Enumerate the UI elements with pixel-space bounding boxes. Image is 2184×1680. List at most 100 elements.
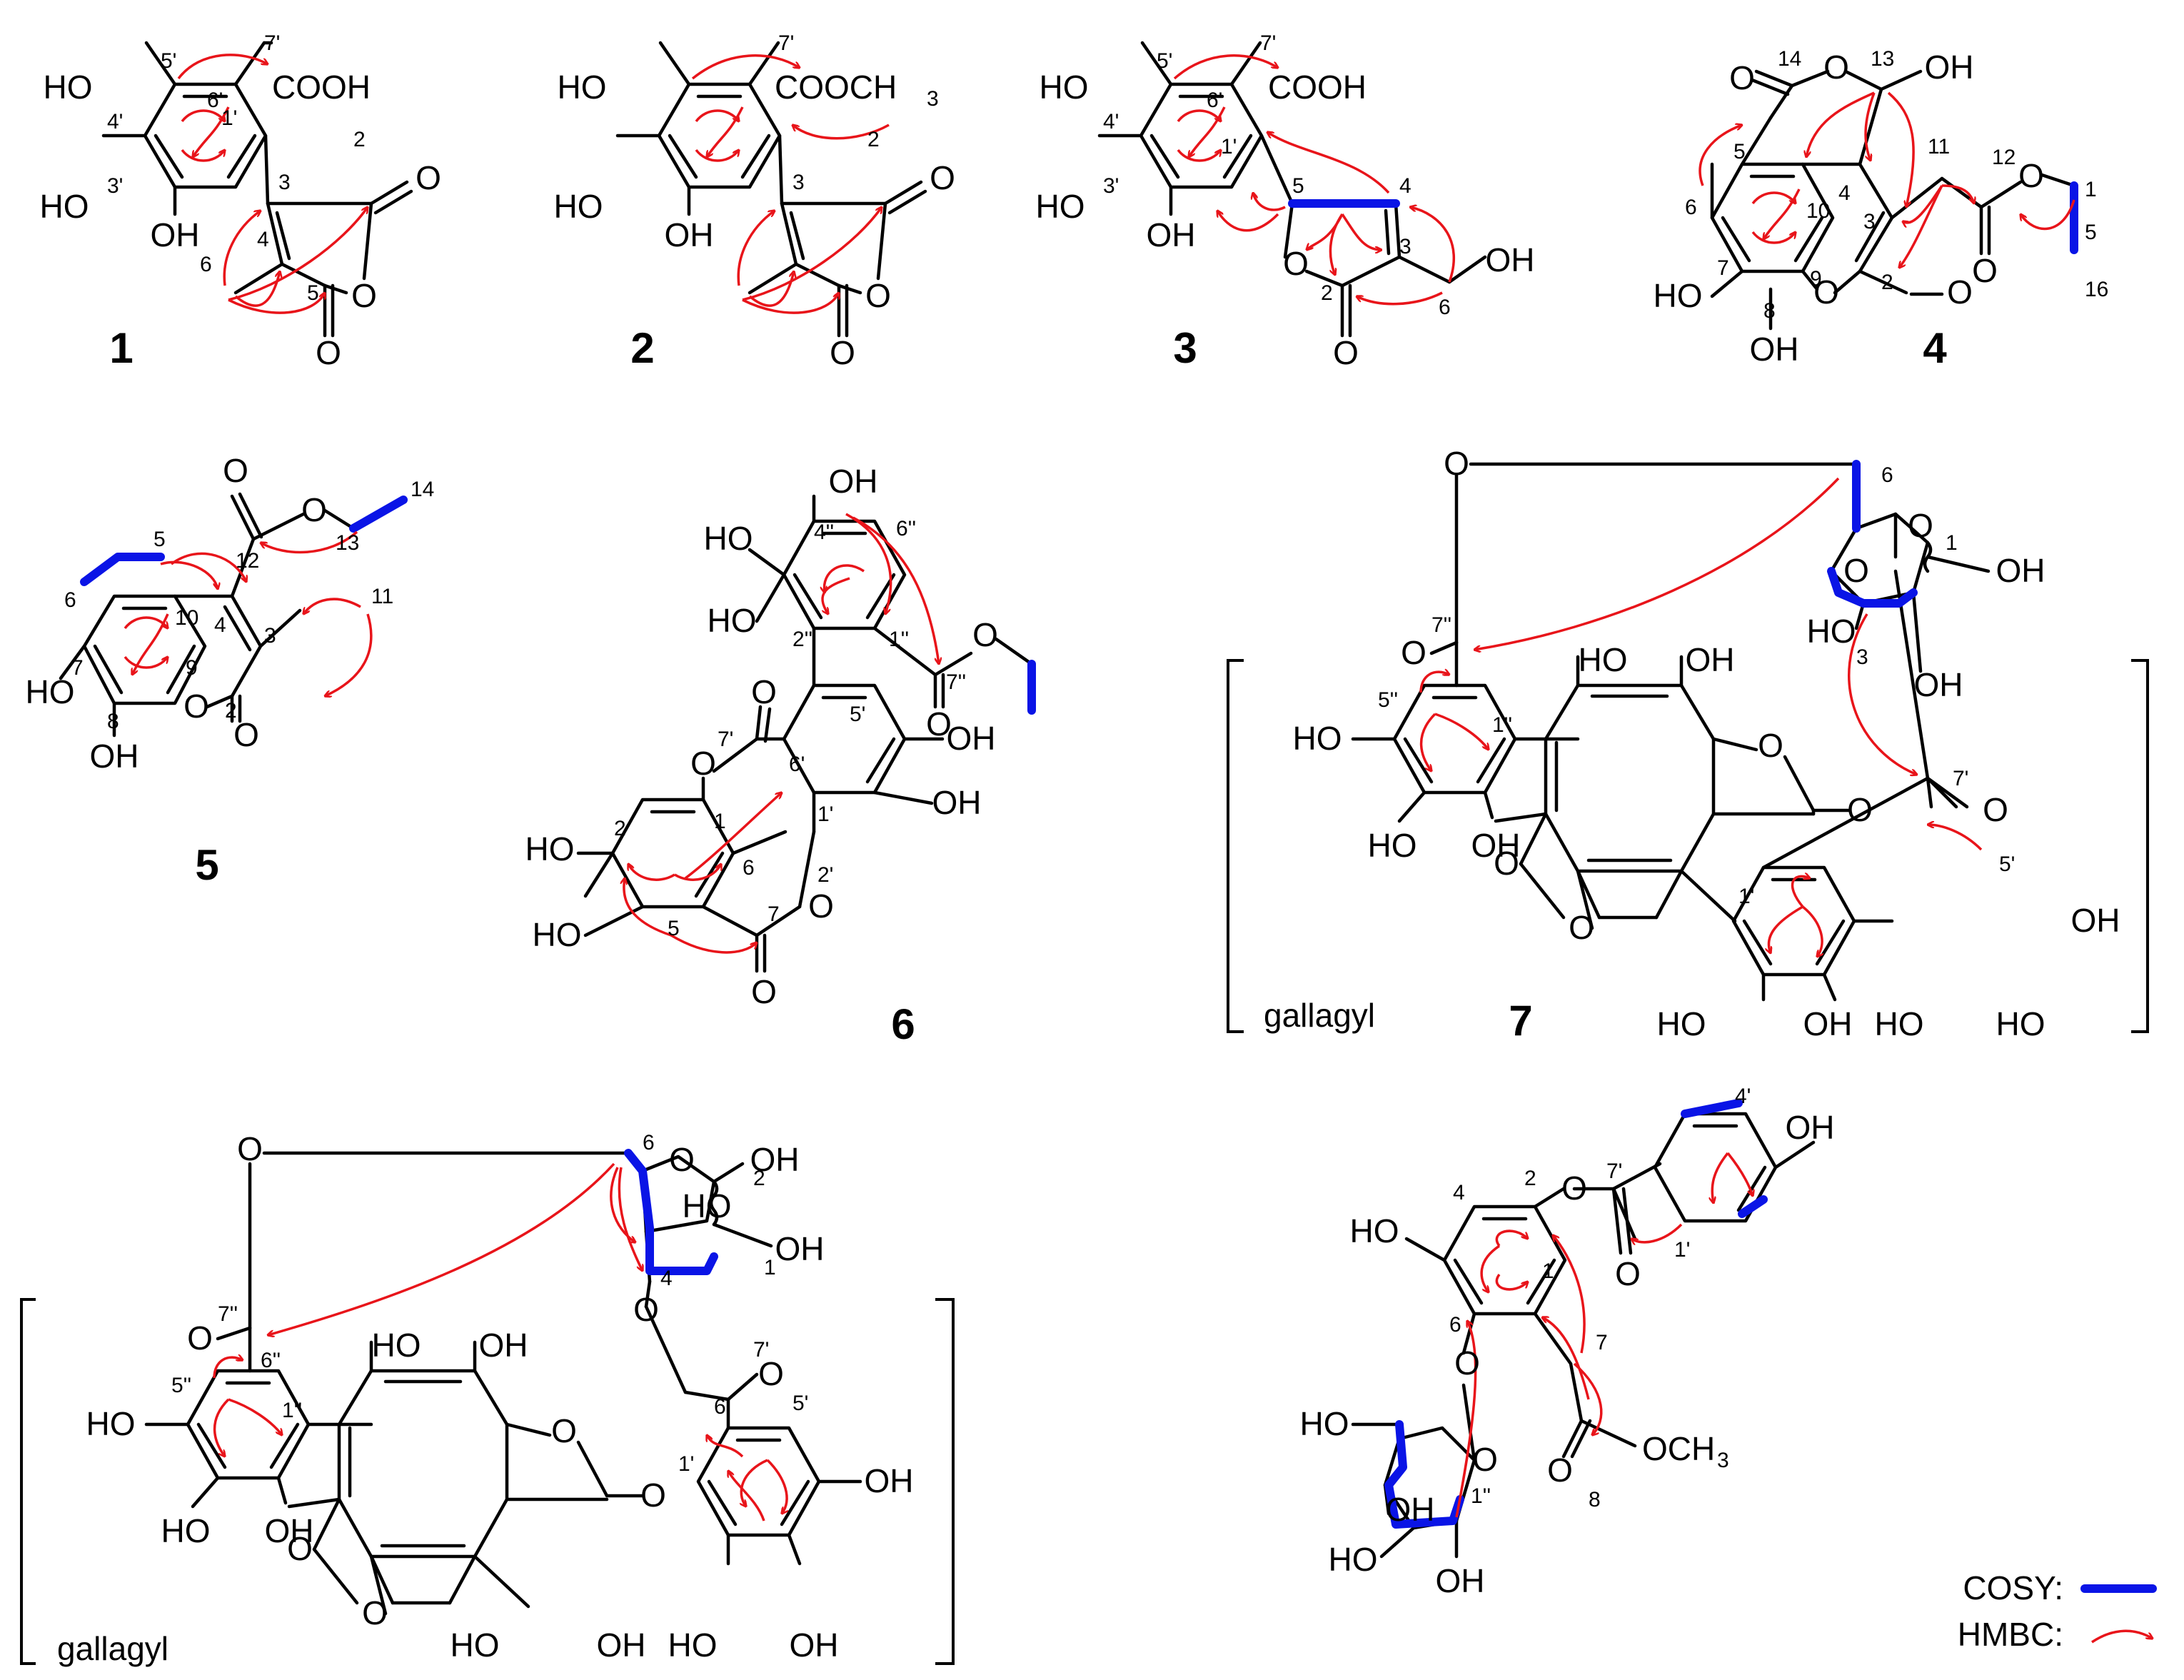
- c6-atom-5p: 5': [850, 703, 865, 726]
- c5-atom-3: 3: [264, 624, 276, 648]
- c4-o-ester: O: [2018, 157, 2044, 194]
- compound-6-bonds: [576, 494, 1034, 973]
- c5-o-ester: O: [301, 491, 327, 528]
- c3-atom-6: 6: [1439, 296, 1451, 319]
- c4-o-ring-bottom: O: [1813, 273, 1839, 311]
- c4-atom-7: 7: [1717, 256, 1729, 280]
- c6-atom-7pp: 7'': [946, 670, 966, 694]
- c8-left-bracket: [20, 1298, 36, 1665]
- c4-atom-12: 12: [1992, 146, 2016, 169]
- compound-5-bonds: [59, 492, 356, 738]
- compound-6: OH HO HO O O O O OH OH HO HO O O 4'' 6''…: [525, 463, 1036, 1048]
- c7-atom-1pp: 1'': [1492, 713, 1512, 737]
- c6-atom-7: 7: [768, 902, 780, 926]
- compound-3: HO HO OH COOH O O OH 5' 7' 6' 4' 1' 3' 5…: [1036, 31, 1535, 372]
- legend-hmbc-swatch: [2091, 1629, 2153, 1644]
- compound-2: HO HO OH COOCH 3 O O O 7' 3 2 2: [554, 31, 955, 372]
- c7-ho-gal1: HO: [1293, 720, 1342, 757]
- c8-o-4: O: [633, 1291, 659, 1328]
- c9-atom-8: 8: [1589, 1488, 1601, 1512]
- c5-o-2: O: [233, 716, 259, 753]
- c9-ho-b: HO: [1329, 1541, 1378, 1578]
- c1-atom-4: 4: [257, 228, 269, 251]
- c8-atom-4: 4: [660, 1267, 673, 1290]
- c1-atom-2: 2: [353, 128, 366, 151]
- c7-gallagyl-label: gallagyl: [1264, 997, 1375, 1034]
- c7-ho-r2: HO: [1875, 1005, 1924, 1042]
- c4-oh-8: OH: [1750, 331, 1799, 368]
- compound-9-bonds: [1351, 1112, 1816, 1559]
- c7-oh-r1: OH: [2071, 902, 2120, 939]
- c7-o-top: O: [1444, 445, 1469, 482]
- c5-o-carbonyl: O: [223, 452, 248, 489]
- c9-atom-1: 1: [1542, 1259, 1554, 1283]
- c7-oh-c2: OH: [1803, 1005, 1853, 1042]
- c1-ho-top: HO: [44, 69, 93, 106]
- c8-oh-gal3: OH: [265, 1512, 314, 1549]
- c3-ho-top: HO: [1040, 69, 1089, 106]
- c7-oh-sugar: OH: [1914, 666, 1963, 703]
- c7-oh-b: OH: [1686, 641, 1735, 678]
- c5-cosy-h6-h5: [80, 553, 165, 586]
- c4-atom-14: 14: [1778, 47, 1801, 71]
- compound-1: HO HO OH COOH O O O 5' 7' 6' 4' 1' 3' 3 …: [40, 31, 441, 372]
- compound-9: OH HO O O O HO O O OCH 3 OH HO OH 4' 4 2…: [1300, 1085, 1835, 1599]
- c6-atom-5: 5: [668, 917, 680, 940]
- c8-ho-sugar: HO: [683, 1187, 732, 1224]
- c3-atom-3: 3: [1399, 235, 1411, 258]
- c8-atom-6pp: 6'': [261, 1349, 281, 1372]
- c1-atom-1p: 1': [221, 106, 237, 130]
- c3-atom-6p: 6': [1207, 89, 1222, 112]
- c8-o-top: O: [237, 1130, 263, 1167]
- c9-ho-4: HO: [1350, 1212, 1399, 1249]
- legend-cosy-label: COSY:: [1963, 1569, 2063, 1606]
- c8-atom-1p: 1': [678, 1452, 694, 1476]
- c9-o-pyran: O: [1472, 1441, 1498, 1478]
- c9-och3-subscript: 3: [1717, 1449, 1729, 1472]
- compound-3-bonds: [1097, 41, 1487, 338]
- c3-o-carbonyl: O: [1333, 334, 1359, 371]
- c2-atom-3: 3: [792, 171, 805, 194]
- compound-3-number: 3: [1173, 324, 1197, 372]
- c9-oh-4p: OH: [1786, 1109, 1835, 1146]
- c7-atom-7pp: 7'': [1431, 613, 1451, 637]
- c7-o-sugar: O: [1908, 507, 1933, 544]
- c3-oh-side: OH: [1486, 241, 1535, 278]
- c6-o-ester: O: [972, 616, 998, 653]
- compound-4-bonds: [1710, 69, 2076, 331]
- c7-o-lac1c: O: [1847, 791, 1873, 828]
- c1-atom-7p: 7': [264, 31, 280, 55]
- c1-cooh: COOH: [272, 69, 371, 106]
- c6-atom-1pp: 1'': [889, 628, 909, 651]
- legend-hmbc-label: HMBC:: [1958, 1616, 2063, 1653]
- c4-atom-4: 4: [1838, 181, 1851, 205]
- compound-7-bonds: [1351, 462, 1991, 1002]
- c6-oh-right1: OH: [947, 720, 996, 757]
- compound-6-number: 6: [891, 1000, 915, 1048]
- c9-cosy-aryl-top: [1681, 1099, 1743, 1118]
- c8-o-7pp: O: [187, 1319, 213, 1357]
- c3-atom-1p: 1': [1221, 135, 1237, 159]
- c8-ho-r2: HO: [668, 1626, 718, 1664]
- c1-o-ketone: O: [416, 159, 441, 196]
- c7-atom-3: 3: [1856, 645, 1868, 669]
- c7-ho-a: HO: [1579, 641, 1628, 678]
- c2-ho-left: HO: [554, 188, 603, 225]
- c4-atom-10: 10: [1806, 199, 1830, 223]
- c5-atom-5: 5: [154, 528, 166, 551]
- c4-atom-11: 11: [1928, 135, 1950, 159]
- c1-atom-6p: 6': [207, 89, 223, 112]
- compound-2-hmbc: [691, 54, 890, 314]
- c9-cosy-sugar: [1384, 1420, 1464, 1529]
- c3-atom-4: 4: [1399, 174, 1411, 198]
- c9-oh-c: OH: [1436, 1562, 1485, 1599]
- c5-oh-8: OH: [90, 738, 139, 775]
- c4-ho-7: HO: [1654, 277, 1703, 314]
- compound-7-number: 7: [1509, 997, 1532, 1045]
- c9-o-ester: O: [1561, 1170, 1587, 1207]
- c4-atom-9: 9: [1810, 267, 1822, 291]
- c8-o-7p: O: [758, 1355, 784, 1392]
- c4-atom-5b: 5: [2085, 221, 2097, 244]
- c5-ho-7: HO: [26, 673, 75, 710]
